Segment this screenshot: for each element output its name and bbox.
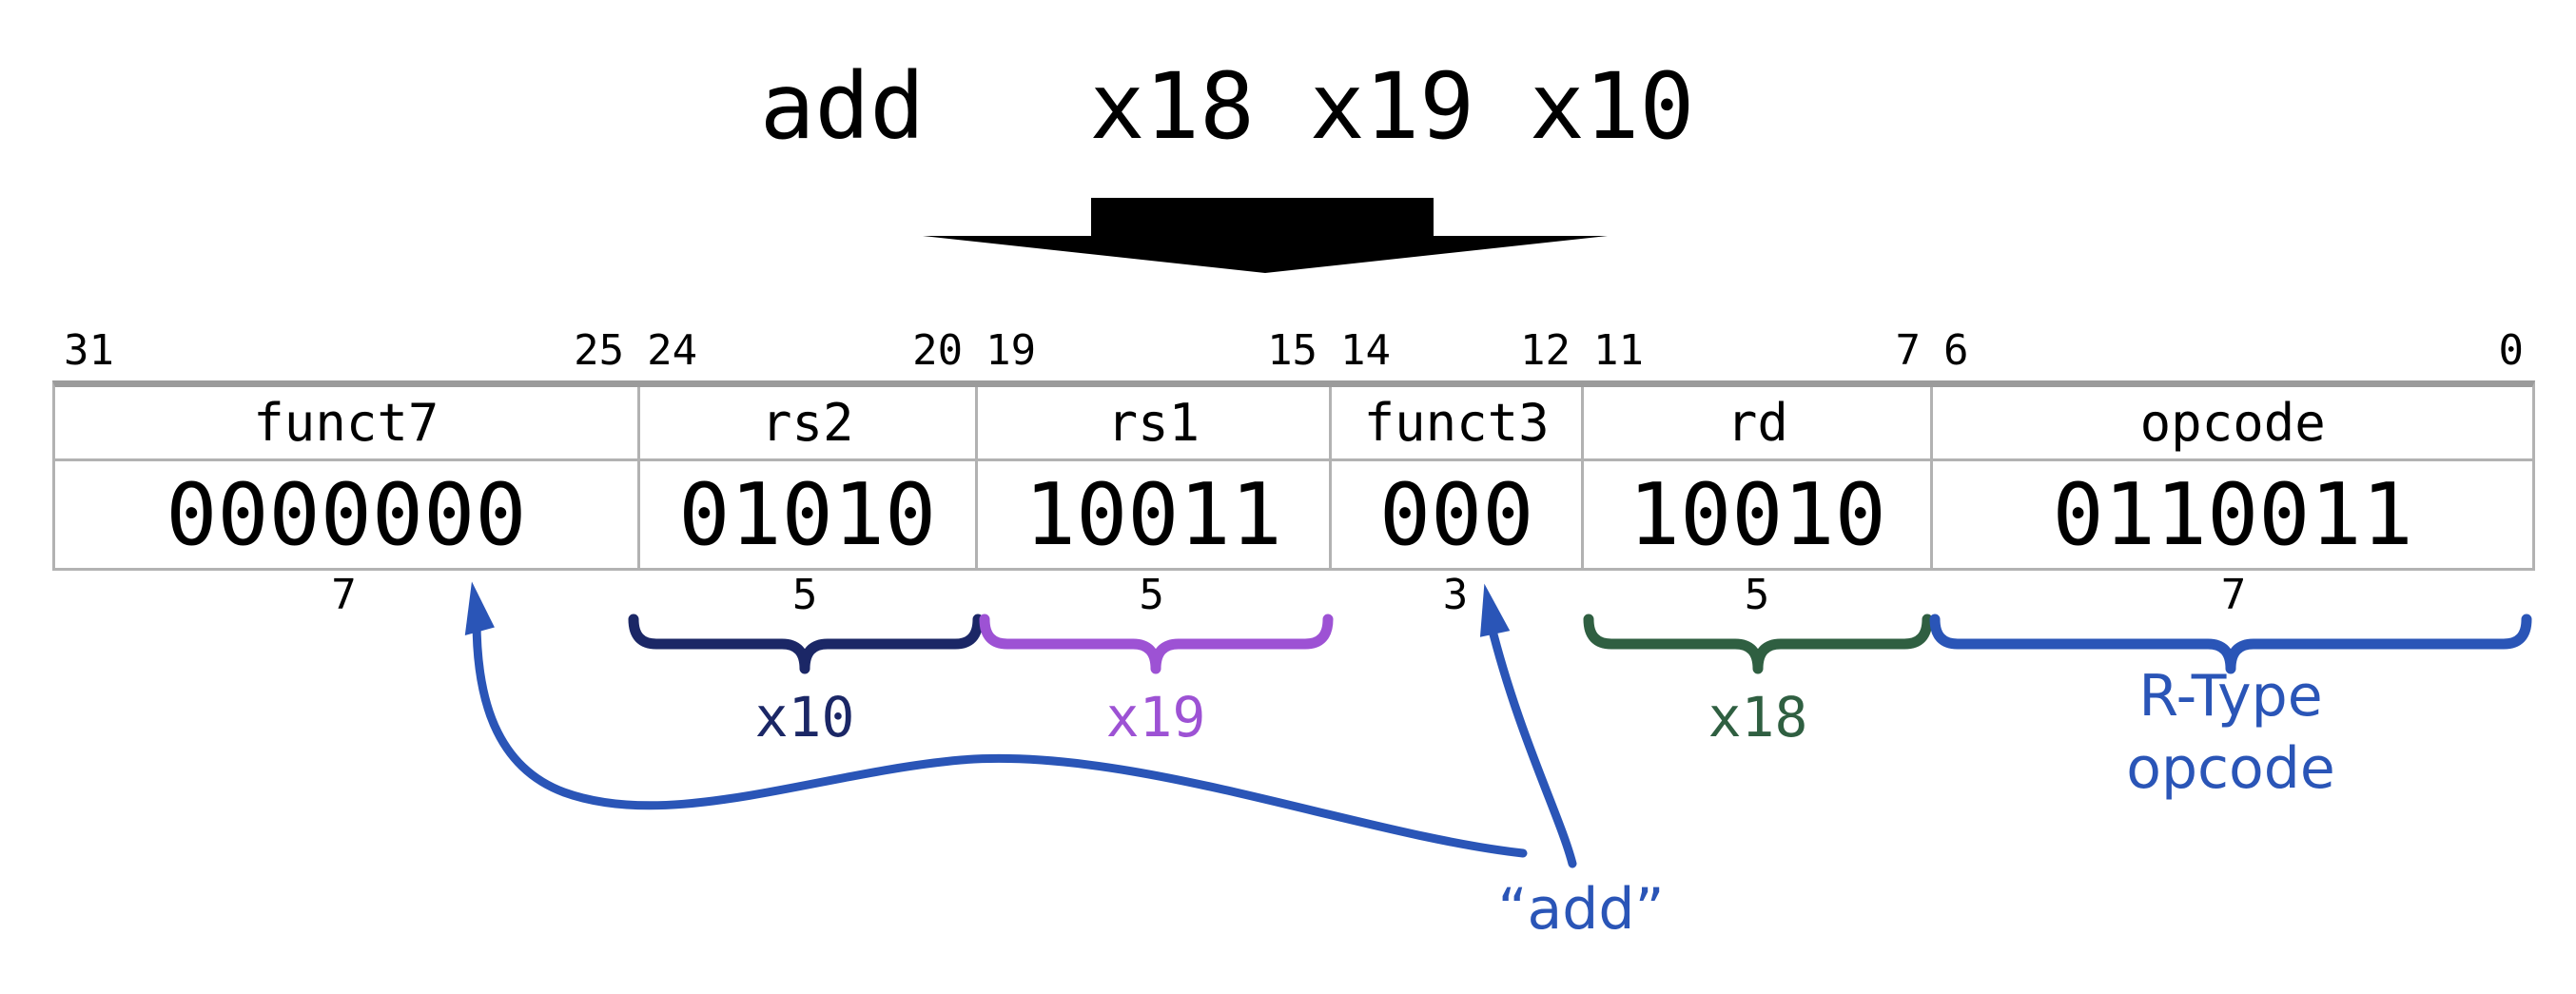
- field-name-rd: rd: [1581, 387, 1930, 458]
- field-width-funct3: 3: [1442, 571, 1469, 619]
- field-name-rs2: rs2: [636, 387, 975, 458]
- bit-lo: 0: [2498, 326, 2524, 375]
- field-value-rd: 10010: [1581, 461, 1930, 568]
- rtype-line2: opcode: [2126, 735, 2335, 802]
- encoding-table: funct7 rs2 rs1 funct3 rd opcode 0000000 …: [52, 380, 2535, 571]
- field-value-funct7: 0000000: [166, 464, 527, 565]
- curved-arrow-to-funct3: [1486, 618, 1577, 868]
- underbrace-rs2-icon: [628, 614, 984, 674]
- field-value-row: 0000000 01010 10011 000 10010 0110011: [55, 461, 2532, 568]
- bit-lo: 20: [912, 326, 964, 375]
- register-label-x19: x19: [1105, 685, 1206, 750]
- bit-hi: 24: [647, 326, 698, 375]
- bit-range-funct7: 31 25: [52, 329, 635, 373]
- mnemonic-add-label: “add”: [1497, 876, 1665, 943]
- bit-hi: 6: [1943, 326, 1969, 375]
- bit-lo: 12: [1520, 326, 1571, 375]
- bit-hi: 14: [1340, 326, 1392, 375]
- bit-lo: 7: [1895, 326, 1922, 375]
- bit-hi: 11: [1593, 326, 1644, 375]
- rtype-opcode-label: R-Type opcode: [2126, 660, 2335, 805]
- field-name-row: funct7 rs2 rs1 funct3 rd opcode: [55, 387, 2532, 461]
- field-value-funct3: 000: [1328, 461, 1581, 568]
- big-down-arrow-icon: [923, 198, 1608, 273]
- field-value-rs2: 01010: [636, 461, 975, 568]
- field-width-rs2: 5: [791, 571, 818, 619]
- field-width-opcode: 7: [2220, 571, 2247, 619]
- underbrace-rd-icon: [1583, 614, 1933, 674]
- field-value-rs1: 10011: [974, 461, 1329, 568]
- field-width-rd: 5: [1744, 571, 1770, 619]
- rtype-line1: R-Type: [2138, 663, 2323, 730]
- field-name-opcode: opcode: [1930, 387, 2532, 458]
- bit-range-funct3: 14 12: [1329, 329, 1582, 373]
- underbrace-rs1-icon: [979, 614, 1334, 674]
- field-width-rs1: 5: [1139, 571, 1164, 619]
- register-label-x18: x18: [1708, 685, 1808, 750]
- bit-lo: 25: [574, 326, 625, 375]
- register-label-x10: x10: [754, 685, 855, 750]
- field-name-funct3: funct3: [1328, 387, 1581, 458]
- field-width-funct7: 7: [331, 571, 357, 619]
- bit-range-rs1: 19 15: [974, 329, 1329, 373]
- bit-lo: 15: [1267, 326, 1318, 375]
- field-width-row: 7 5 5 3 5 7: [52, 573, 2535, 618]
- curved-arrow-to-funct7: [472, 615, 1528, 858]
- bit-index-row: 31 25 24 20 19 15 14 12 11 7 6 0: [52, 329, 2535, 373]
- bit-hi: 19: [986, 326, 1037, 375]
- bit-hi: 31: [64, 326, 114, 375]
- bit-range-opcode: 6 0: [1932, 329, 2535, 373]
- instruction-title: add x18 x19 x10: [759, 53, 1695, 160]
- bit-range-rd: 11 7: [1582, 329, 1932, 373]
- field-name-funct7: funct7: [253, 393, 439, 453]
- field-value-opcode: 0110011: [1930, 461, 2532, 568]
- bit-range-rs2: 24 20: [635, 329, 974, 373]
- field-name-rs1: rs1: [974, 387, 1329, 458]
